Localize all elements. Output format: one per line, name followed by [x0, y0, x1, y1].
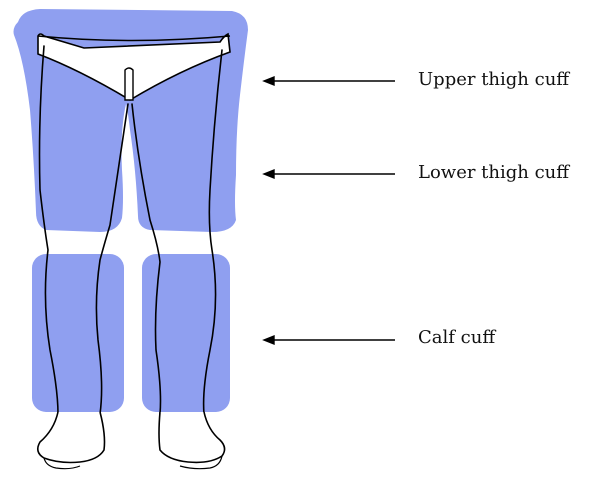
crotch-seam — [125, 68, 133, 100]
left-foot — [38, 412, 105, 463]
calf-cuff-label: Calf cuff — [418, 328, 495, 348]
arrow-calf-head — [264, 336, 274, 344]
upper-thigh-cuff-label: Upper thigh cuff — [418, 70, 569, 90]
right-foot — [159, 412, 225, 462]
arrow-lower-head — [264, 170, 274, 178]
arrow-upper-head — [264, 77, 274, 85]
lower-thigh-cuff-label: Lower thigh cuff — [418, 163, 569, 183]
arrows — [264, 77, 395, 344]
